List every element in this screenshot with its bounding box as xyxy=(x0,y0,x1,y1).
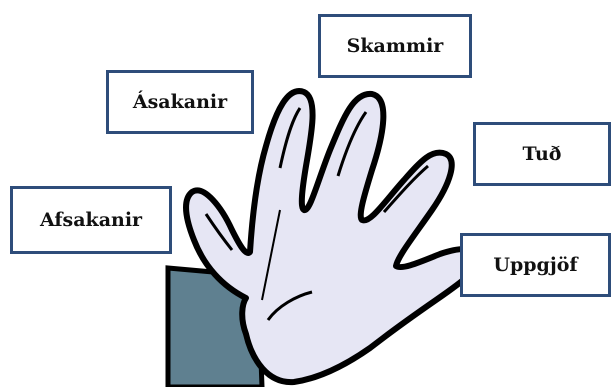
crease-line xyxy=(336,111,368,177)
label-text-skammir: Skammir xyxy=(346,35,444,57)
label-text-tud: Tuð xyxy=(522,143,562,165)
label-text-uppgjof: Uppgjöf xyxy=(493,254,578,276)
crease-line xyxy=(278,107,302,169)
glove-outline xyxy=(183,88,482,386)
label-box-tud: Tuð xyxy=(473,122,611,186)
crease-line xyxy=(266,290,313,321)
label-text-afsakanir: Afsakanir xyxy=(39,209,143,231)
label-text-asakanir: Ásakanir xyxy=(132,91,228,113)
label-box-uppgjof: Uppgjöf xyxy=(460,233,611,297)
crease-line xyxy=(261,209,281,301)
label-box-asakanir: Ásakanir xyxy=(106,70,254,134)
crease-line xyxy=(204,213,234,251)
label-box-skammir: Skammir xyxy=(318,14,472,78)
label-box-afsakanir: Afsakanir xyxy=(10,186,172,254)
crease-line xyxy=(382,164,429,213)
